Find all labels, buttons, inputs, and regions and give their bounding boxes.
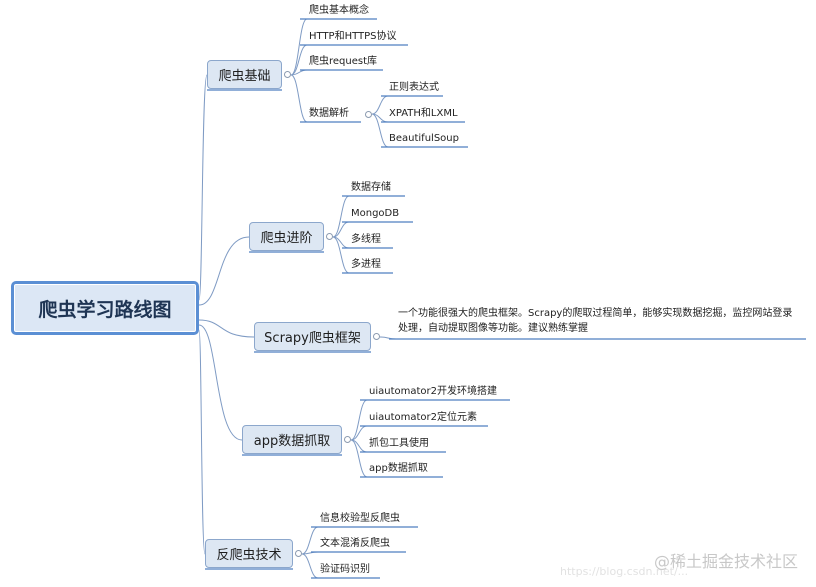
collapse-knob-icon[interactable] (365, 111, 372, 118)
leaf-app-data-scrape: app数据抓取 (369, 463, 428, 474)
leaf-request-lib: 爬虫request库 (309, 56, 378, 67)
branch-advanced[interactable]: 爬虫进阶 (249, 222, 324, 251)
basics-connector (290, 69, 383, 76)
root-to-basics-line (198, 74, 208, 301)
faint-url-watermark: https://blog.csdn.net/... (560, 565, 689, 578)
root-to-advanced-line (198, 236, 250, 306)
collapse-knob-icon[interactable] (373, 333, 380, 340)
leaf-mongodb: MongoDB (351, 208, 400, 219)
leaf-xpath-lxml: XPATH和LXML (389, 108, 458, 119)
leaf-info-check-anti: 信息校验型反爬虫 (320, 513, 400, 524)
root-to-anti-line (198, 329, 206, 555)
root-to-app-line (198, 324, 243, 441)
leaf-captcha-recognition: 验证码识别 (320, 564, 370, 575)
root-to-scrapy-line (198, 319, 255, 338)
leaf-data-parsing: 数据解析 (309, 108, 349, 119)
leaf-uiautomator2-env: uiautomator2开发环境搭建 (369, 386, 498, 397)
branch-app-scraping[interactable]: app数据抓取 (242, 425, 342, 454)
collapse-knob-icon[interactable] (344, 436, 351, 443)
leaf-http-https: HTTP和HTTPS协议 (309, 31, 397, 42)
leaf-uiautomator2-locate: uiautomator2定位元素 (369, 412, 478, 423)
leaf-data-storage: 数据存储 (351, 182, 391, 193)
leaf-basic-concepts: 爬虫基本概念 (309, 5, 369, 16)
leaf-text-obfuscation-anti: 文本混淆反爬虫 (320, 538, 390, 549)
collapse-knob-icon[interactable] (295, 550, 302, 557)
leaf-beautifulsoup: BeautifulSoup (389, 133, 459, 144)
scrapy-description: 一个功能很强大的爬虫框架。Scrapy的爬取过程简单，能够实现数据挖掘，监控网站… (398, 308, 793, 334)
leaf-multithread: 多线程 (351, 234, 381, 245)
leaf-multiprocess: 多进程 (351, 259, 381, 270)
branch-anti-crawler[interactable]: 反爬虫技术 (205, 539, 293, 568)
branch-scrapy[interactable]: Scrapy爬虫框架 (254, 322, 371, 351)
watermark-text: @稀土掘金技术社区 (653, 552, 798, 571)
collapse-knob-icon[interactable] (284, 71, 291, 78)
collapse-knob-icon[interactable] (326, 233, 333, 240)
leaf-capture-tools: 抓包工具使用 (369, 438, 429, 449)
leaf-regex: 正则表达式 (389, 82, 439, 93)
root-node[interactable]: 爬虫学习路线图 (11, 281, 199, 335)
branch-basics[interactable]: 爬虫基础 (207, 60, 282, 89)
